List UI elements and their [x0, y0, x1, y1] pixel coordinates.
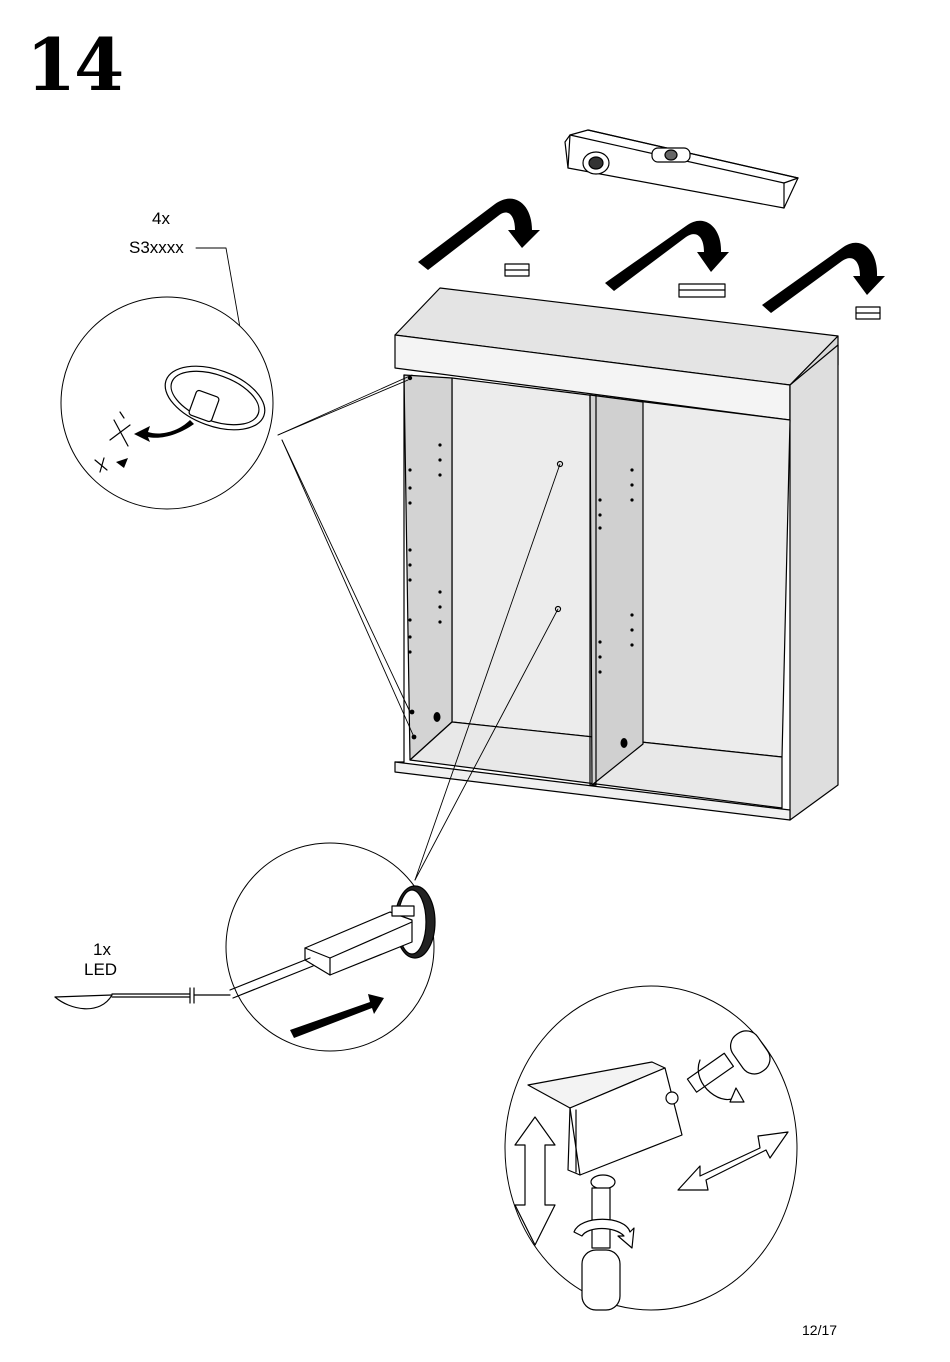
cabinet-illustration [395, 288, 838, 820]
adjustment-detail-circle [505, 986, 797, 1310]
spirit-level-icon [565, 130, 798, 208]
led-detail-circle [226, 843, 435, 1051]
screw-detail-circle [61, 297, 273, 509]
led-light-icon [55, 988, 230, 1009]
